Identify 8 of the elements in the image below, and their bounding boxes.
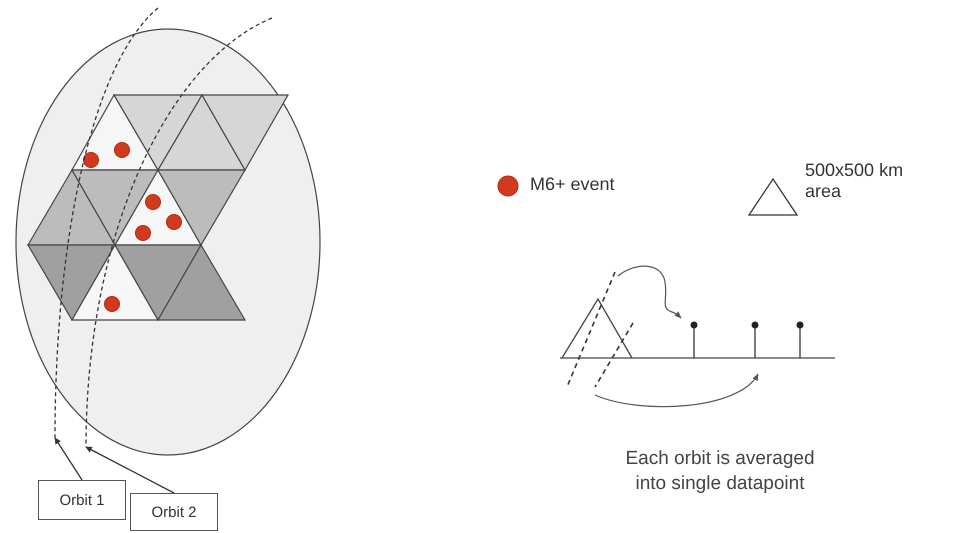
orbit-path [54, 8, 158, 438]
legend-text: 500x500 km area [805, 160, 904, 202]
orbit-label-box: Orbit 1 [38, 480, 126, 520]
caption-note: Each orbit is averaged into single datapoint [624, 447, 816, 496]
leader-line [85, 446, 174, 494]
legend-text: M6+ event [530, 174, 616, 195]
orbit-label-box: Orbit 2 [130, 493, 218, 531]
leader-line [54, 437, 83, 480]
